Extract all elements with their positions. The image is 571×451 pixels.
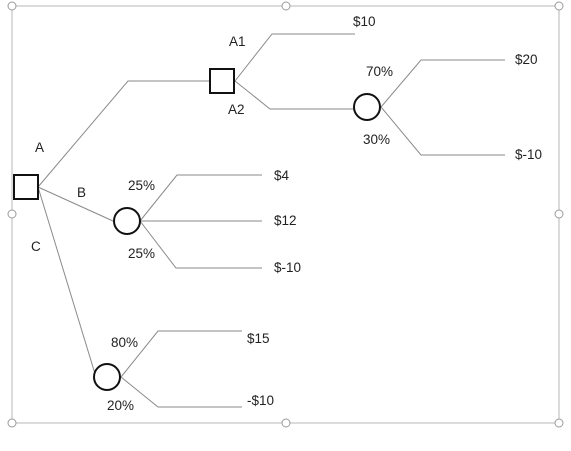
branch-c2 bbox=[120, 376, 242, 408]
decision-node-a[interactable] bbox=[209, 68, 235, 94]
label-a1: A1 bbox=[229, 34, 246, 49]
resize-handle-middle-left[interactable] bbox=[7, 209, 17, 219]
resize-handle-middle-right[interactable] bbox=[554, 209, 564, 219]
payoff-a2-down: $-10 bbox=[515, 147, 542, 162]
chance-node-a2[interactable] bbox=[353, 93, 381, 121]
chance-node-b[interactable] bbox=[113, 207, 141, 235]
label-b: B bbox=[77, 185, 86, 200]
branch-a2 bbox=[234, 80, 354, 110]
branch-a2-down bbox=[380, 106, 505, 156]
branch-b3 bbox=[139, 220, 262, 269]
label-c-prob-up: 80% bbox=[111, 335, 138, 350]
resize-handle-bottom-left[interactable] bbox=[7, 418, 17, 428]
branch-c1 bbox=[120, 330, 242, 378]
label-b-prob-up: 25% bbox=[128, 178, 155, 193]
resize-handle-top-right[interactable] bbox=[554, 1, 564, 11]
payoff-a2-up: $20 bbox=[515, 52, 538, 67]
root-decision-node[interactable] bbox=[13, 174, 39, 200]
branch-c bbox=[37, 186, 97, 378]
branch-b1 bbox=[139, 174, 262, 222]
branch-a1 bbox=[234, 33, 355, 82]
branch-a2-up bbox=[380, 59, 505, 108]
label-c: C bbox=[31, 239, 41, 254]
label-a2: A2 bbox=[228, 102, 245, 117]
payoff-b1: $4 bbox=[274, 168, 290, 183]
payoff-c2: -$10 bbox=[247, 393, 274, 408]
label-c-prob-down: 20% bbox=[107, 398, 134, 413]
payoff-b2: $12 bbox=[274, 213, 297, 228]
payoff-a1: $10 bbox=[353, 14, 376, 29]
branch-b bbox=[37, 186, 114, 222]
resize-handle-bottom-center[interactable] bbox=[281, 418, 291, 428]
resize-handle-top-center[interactable] bbox=[281, 1, 291, 11]
label-a2-prob-down: 30% bbox=[363, 132, 390, 147]
chance-node-c[interactable] bbox=[93, 363, 121, 391]
resize-handle-bottom-right[interactable] bbox=[554, 418, 564, 428]
label-b-prob-down: 25% bbox=[128, 246, 155, 261]
label-a: A bbox=[35, 140, 44, 155]
resize-handle-top-left[interactable] bbox=[7, 1, 17, 11]
payoff-b3: $-10 bbox=[274, 260, 301, 275]
payoff-c1: $15 bbox=[247, 331, 270, 346]
branch-a bbox=[37, 80, 210, 188]
label-a2-prob-up: 70% bbox=[366, 64, 393, 79]
